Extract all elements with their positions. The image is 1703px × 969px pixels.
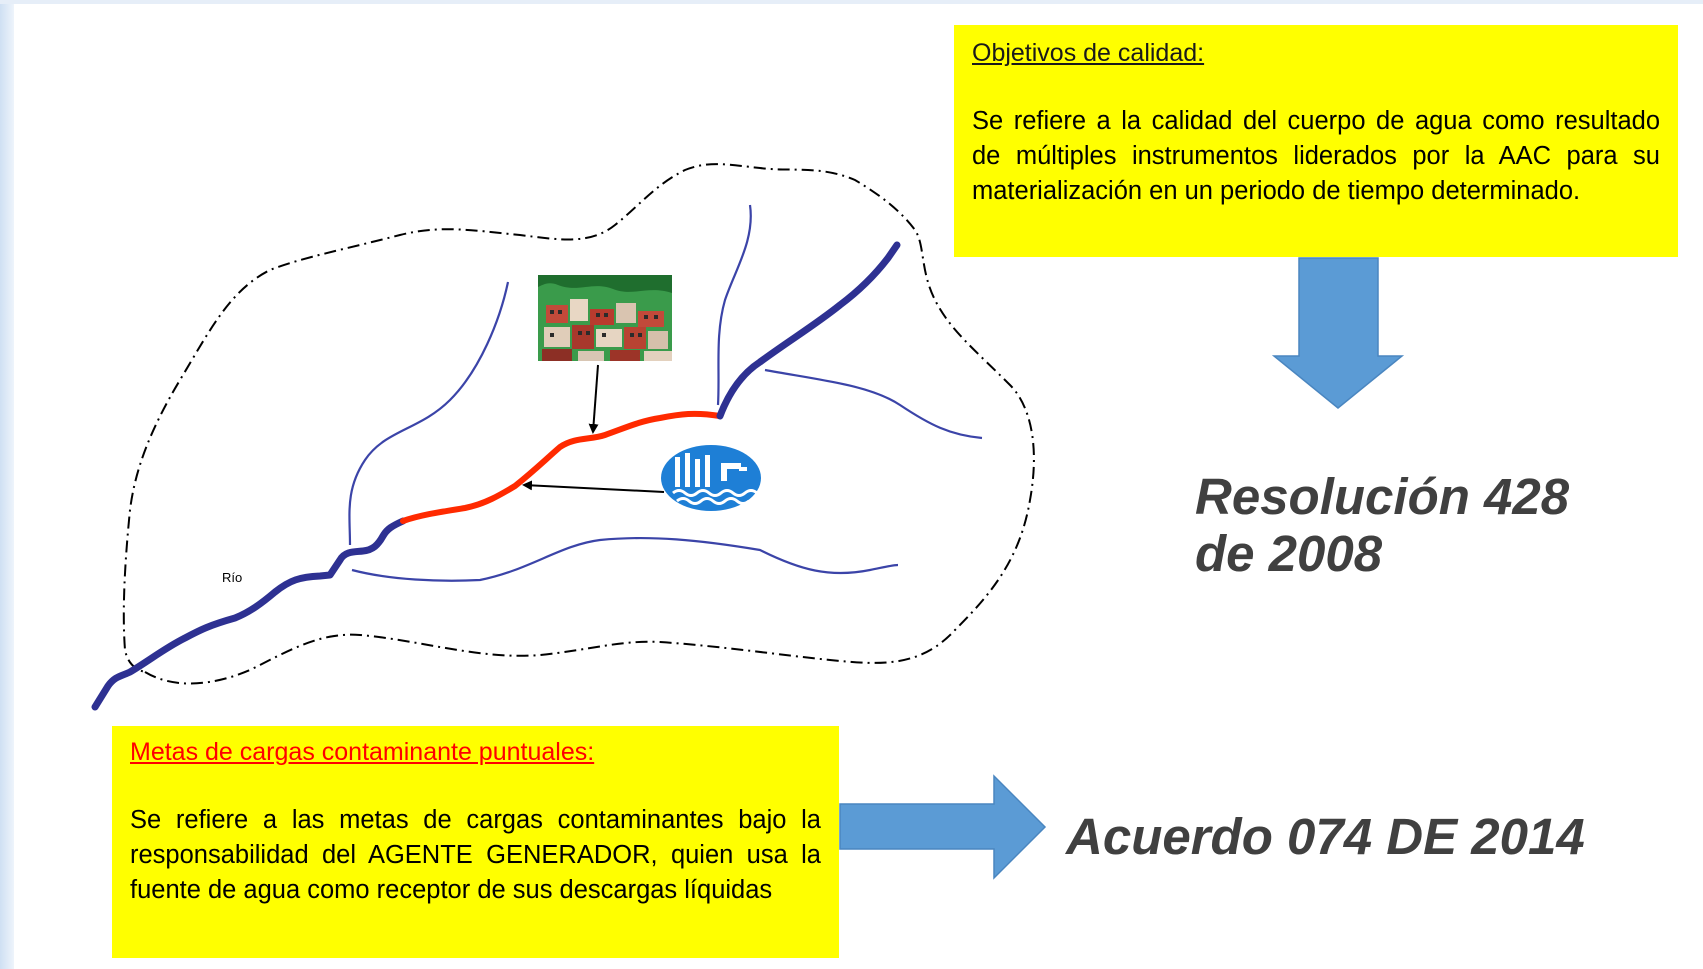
watershed-boundary: [122, 163, 1035, 685]
polluted-river-segment: [400, 410, 723, 524]
acuerdo-reference: Acuerdo 074 DE 2014: [1066, 808, 1585, 865]
slide-side-border: [0, 0, 14, 969]
pollution-load-targets-heading: Metas de cargas contaminante puntuales:: [130, 738, 595, 766]
quality-objectives-heading: Objetivos de calidad:: [972, 39, 1205, 67]
tributary-right: [764, 368, 983, 440]
tributary-upper-left: [348, 281, 510, 546]
quality-objectives-box: Objetivos de calidad: Se refiere a la ca…: [954, 25, 1678, 257]
pollution-load-targets-text: Se refiere a las metas de cargas contami…: [130, 806, 821, 904]
industrial-discharge-icon: [661, 445, 761, 511]
pollution-load-targets-box: Metas de cargas contaminante puntuales: …: [112, 726, 839, 958]
town-picture-icon: [538, 275, 672, 361]
tributary-lower: [351, 536, 899, 582]
down-arrow: [1271, 257, 1405, 409]
right-arrow: [839, 774, 1047, 880]
main-river-upper: [716, 241, 901, 420]
tributary-upper-right: [716, 204, 752, 406]
river-label: Río: [222, 570, 243, 585]
quality-objectives-text: Se refiere a la calidad del cuerpo de ag…: [972, 107, 1660, 205]
main-river-lower: [91, 517, 407, 711]
resolution-reference: Resolución 428 de 2008: [1195, 468, 1570, 582]
slide-top-border: [0, 0, 1703, 4]
settlement-discharge-arrow: [588, 364, 599, 434]
industry-discharge-arrow: [522, 480, 665, 493]
